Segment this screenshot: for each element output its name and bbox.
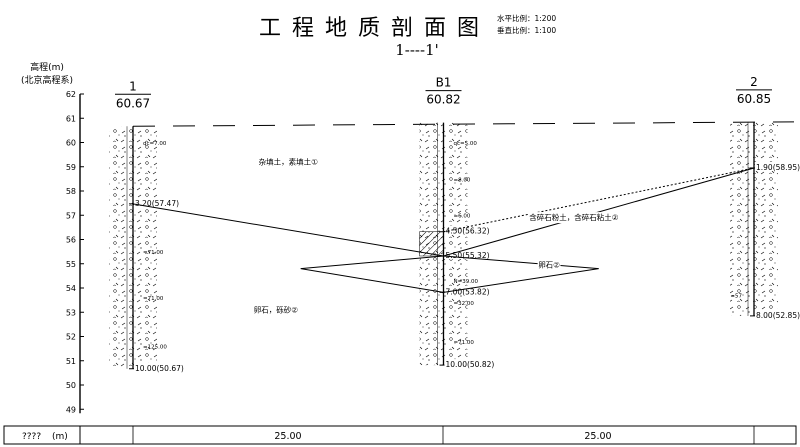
- test-value-annotation: N=39.00: [454, 279, 479, 285]
- borehole-id: B1: [436, 76, 452, 90]
- test-value-annotation: qc=7.00: [143, 141, 167, 147]
- test-value-annotation: =57: [730, 294, 742, 300]
- test-value-annotation: =71.00: [143, 250, 164, 256]
- borehole-elevation: 60.67: [116, 96, 150, 110]
- axis-tick-label: 59: [66, 163, 76, 172]
- distance-value-1: 25.00: [274, 431, 301, 442]
- layer-label: 卵石②: [538, 259, 560, 269]
- stratum-boundaries: [132, 121, 795, 293]
- depth-label-bg: [134, 362, 197, 372]
- axis-tick-label: 55: [66, 260, 76, 269]
- axis-tick-label: 61: [66, 114, 76, 123]
- horizontal-scale-note: 水平比例：1:200: [497, 13, 556, 23]
- boundary-silt-top: [443, 167, 755, 233]
- depth-label-bg: [444, 359, 507, 369]
- axis-tick-label: 56: [66, 236, 76, 245]
- layer-label-bg: [253, 304, 299, 316]
- axis-tick-label: 60: [66, 139, 76, 148]
- depth-label-bg: [755, 161, 800, 171]
- distance-unit: (m): [52, 432, 68, 442]
- depth-label: 10.00(50.67): [135, 364, 184, 373]
- axis-label-datum: (北京高程系): [21, 74, 73, 86]
- test-value-annotation: qc=5.00: [454, 141, 478, 147]
- layer-label-bg: [528, 212, 620, 224]
- depth-label: 7.00(53.82): [446, 287, 490, 296]
- test-value-annotation: =71.00: [143, 296, 164, 302]
- depth-label-bg: [444, 286, 502, 296]
- distance-value-2: 25.00: [584, 431, 611, 442]
- ground-surface-line: [132, 121, 795, 127]
- axis-tick-label: 58: [66, 187, 76, 196]
- borehole-elevation: 60.82: [426, 93, 460, 107]
- layer-label: 卵石，砾砂②: [254, 304, 298, 314]
- borehole-columns: 1 60.67 3.20(57.47) 10.00(50.67) qc=7.00 =71.…: [109, 75, 800, 373]
- distance-table: ???? (m) 25.00 25.00: [3, 425, 797, 445]
- section-label: 1----1': [395, 41, 438, 59]
- depth-label: 1.90(58.95): [756, 163, 800, 172]
- axis-label-elevation: 高程(m): [30, 61, 64, 73]
- clay-hatch-zone: [419, 231, 444, 257]
- axis-tick-label: 52: [66, 333, 76, 342]
- test-value-annotation: =125.00: [143, 345, 167, 351]
- axis-tick-label: 62: [66, 90, 76, 99]
- depth-label: 4.50(56.32): [446, 227, 490, 236]
- axis-tick-label: 50: [66, 381, 76, 390]
- depth-label: 8.00(52.85): [756, 311, 800, 320]
- axis-tick-label: 53: [66, 308, 76, 317]
- layer-label-bg: [537, 259, 561, 271]
- boundary-fill-base: [132, 203, 444, 257]
- layer-label: 含碎石粉土，含碎石粘土②: [529, 212, 618, 222]
- gravel-lens: [300, 255, 599, 293]
- axis-tick-label: 51: [66, 357, 76, 366]
- test-value-annotation: =8.00: [454, 177, 471, 183]
- drawing-title: 工 程 地 质 剖 面 图: [259, 16, 481, 41]
- test-value-annotation: =71.00: [454, 340, 475, 346]
- depth-label-bg: [134, 197, 192, 207]
- depth-label-bg: [444, 249, 502, 259]
- depth-label: 10.00(50.82): [446, 360, 495, 369]
- borehole-id: 1: [129, 79, 137, 93]
- distance-header: ????: [22, 432, 41, 442]
- elevation-axis: 62 61 60 59 58 57 56 55 54 53 52 51 50 49: [66, 90, 84, 414]
- vertical-scale-note: 垂直比例：1:100: [497, 25, 556, 35]
- depth-label-bg: [755, 309, 800, 319]
- layer-label-bg: [257, 156, 319, 168]
- axis-tick-label: 54: [66, 284, 76, 293]
- test-value-annotation: =6.00: [454, 214, 471, 220]
- test-value-annotation: =32.00: [454, 301, 475, 307]
- depth-label-bg: [444, 225, 502, 235]
- layer-labels: 杂填土，素填土① 含碎石粉土，含碎石粘土② 卵石② 卵石，砾砂②: [253, 156, 620, 316]
- depth-label: 3.20(57.47): [135, 199, 179, 208]
- borehole-elevation: 60.85: [737, 92, 771, 106]
- axis-tick-label: 49: [66, 405, 76, 414]
- layer-label: 杂填土，素填土①: [259, 156, 318, 166]
- borehole-id: 2: [750, 75, 758, 89]
- depth-label: 5.50(55.32): [446, 251, 490, 260]
- boundary-fill-base-right: [443, 167, 755, 257]
- axis-tick-label: 57: [66, 211, 76, 220]
